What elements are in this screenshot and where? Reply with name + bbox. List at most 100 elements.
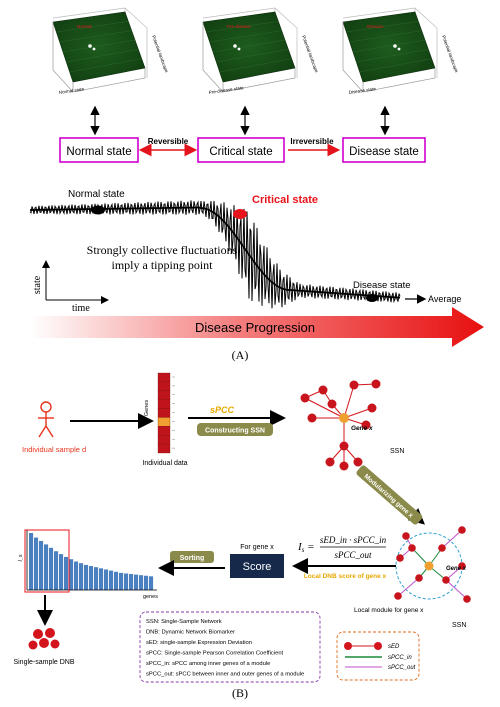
constructing-ssn-badge: [197, 423, 273, 436]
landscape-plot-label: Normal: [77, 24, 92, 29]
individual-sample-label: Individual sample d: [22, 445, 86, 454]
key-node-right: [374, 642, 382, 650]
score-box: [230, 554, 284, 578]
ssn2-label: SSN: [452, 622, 466, 629]
panel-a-caption: (A): [232, 348, 249, 362]
network-node: [458, 526, 466, 534]
score-bar: [39, 540, 44, 590]
key-box: [336, 631, 420, 681]
score-bar: [109, 570, 114, 590]
landscape-axis-bottom: Pre-disease state: [208, 85, 244, 95]
score-bar: [119, 572, 124, 590]
score-bar: [79, 563, 84, 590]
bar-y-label: I_s: [18, 554, 24, 562]
formula-numerator: sED_in · sPCC_in: [320, 535, 387, 545]
landscape-axis-right: Potential landscape: [441, 35, 459, 74]
score-bar: [139, 575, 144, 590]
score-bar: [149, 576, 154, 590]
network-node: [300, 393, 310, 403]
definition-line: sPCC: Single-sample Pearson Correlation …: [146, 651, 284, 657]
sorting-label: Sorting: [180, 555, 205, 562]
network-node: [353, 457, 363, 467]
modularizing-badge: Modularizing gene x: [356, 465, 423, 525]
score-bar: [84, 564, 89, 590]
constructing-ssn-label: Constructing SSN: [205, 428, 265, 435]
network-edge: [397, 577, 420, 597]
score-bar: [144, 575, 149, 590]
score-label: Score: [243, 561, 272, 573]
local-module-network: [394, 526, 471, 603]
critical-state-dot: [233, 209, 247, 219]
network-edge: [304, 397, 345, 419]
definition-line: SSN: Single-Sample Network: [146, 619, 222, 625]
score-bar: [64, 556, 69, 590]
ssn-gene-x-label: Gene x: [351, 425, 373, 432]
key-node-left: [344, 642, 352, 650]
key-spcc-in-label: sPCC_in: [388, 655, 412, 661]
data-cell: [157, 417, 171, 427]
bar-x-label: genes: [143, 594, 158, 600]
data-cell: [157, 390, 171, 400]
genes-label: Genes: [144, 400, 150, 416]
data-cell: [157, 372, 171, 383]
data-cell: [157, 381, 171, 391]
reversible-label: Reversible: [148, 137, 189, 146]
score-bar: [49, 547, 54, 590]
score-bar: [134, 574, 139, 590]
score-bar: [69, 559, 74, 590]
critical-state-box-label: Critical state: [209, 146, 272, 158]
disease-progression-arrow: [30, 307, 484, 347]
landscape-axis-bottom: Normal state: [58, 86, 84, 95]
curve-disease-label: Disease state: [353, 280, 411, 291]
network-node: [402, 532, 410, 540]
network-node: [339, 461, 349, 471]
individual-data-column: [157, 372, 175, 454]
disease-state-box: [342, 137, 426, 163]
panel-b-caption: (B): [232, 686, 248, 700]
network-node: [325, 457, 335, 467]
fluctuation-curve: [29, 200, 401, 309]
normal-state-box-label: Normal state: [66, 146, 131, 158]
data-cell: [157, 426, 171, 436]
score-bar: [114, 571, 119, 590]
network-node: [442, 576, 450, 584]
score-bar: [44, 544, 49, 590]
score-bar: [89, 566, 94, 590]
curve-critical-label: Critical state: [252, 194, 318, 206]
network-node: [349, 380, 359, 390]
ssn-network: [300, 379, 381, 471]
network-node: [361, 420, 371, 430]
ssn-label: SSN: [390, 448, 404, 455]
sorting-badge: [170, 551, 214, 563]
definition-line: sPCC_out: sPCC between inner and outer g…: [146, 672, 304, 678]
network-node: [458, 562, 466, 570]
local-module-label: Local module for gene x: [354, 607, 424, 614]
definition-line: sPCC_in: sPCC among inner genes of a mod…: [146, 661, 270, 667]
fluctuation-text-line1: Strongly collective fluctuations: [87, 243, 238, 257]
network-node: [318, 385, 328, 395]
landscape-axis-bottom: Disease state: [348, 86, 376, 95]
landscape-axis-right: Potential landscape: [301, 35, 319, 74]
score-bar: [29, 533, 34, 590]
formula-denominator: sPCC_out: [334, 550, 372, 560]
person-icon: [38, 401, 54, 438]
score-bar: [94, 567, 99, 590]
network-node: [367, 403, 377, 413]
score-bar: [54, 551, 59, 590]
network-node: [463, 595, 471, 603]
average-label: Average: [428, 294, 461, 304]
score-bar: [129, 574, 134, 590]
dnb-highlight-box: [24, 529, 70, 593]
for-gene-label: For gene x: [240, 544, 274, 551]
normal-state-dot: [91, 205, 105, 215]
state-axis-label: state: [32, 275, 43, 294]
single-dnb-label: Single-sample DNB: [13, 659, 74, 666]
score-bar: [99, 568, 104, 590]
network-edge: [441, 529, 463, 549]
network-node: [327, 399, 337, 409]
critical-state-box: [197, 137, 285, 163]
